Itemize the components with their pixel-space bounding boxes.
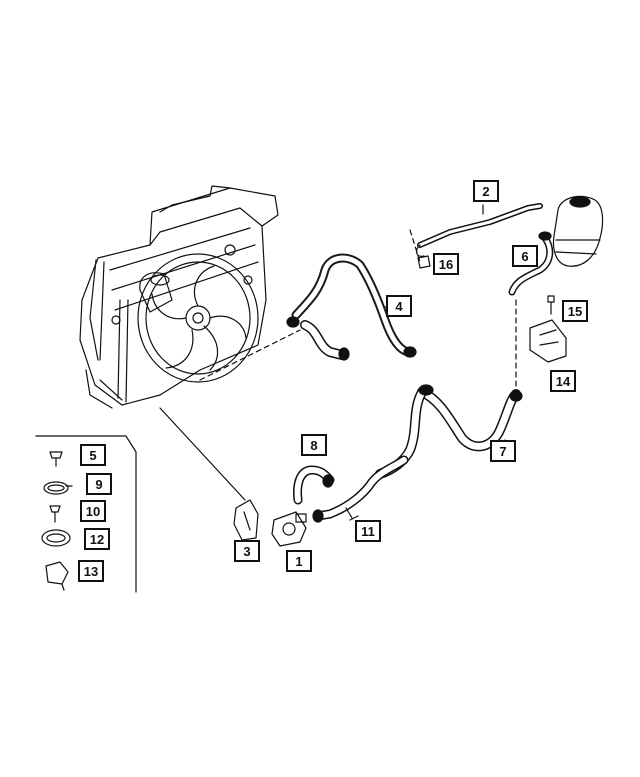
callout-7: 7 [490, 440, 516, 462]
radiator-fan-module [79, 185, 279, 409]
fan-shroud [137, 253, 259, 383]
callout-11: 11 [355, 520, 381, 542]
callout-12: 12 [84, 528, 110, 550]
heater-hose [312, 455, 409, 523]
callout-6: 6 [512, 245, 538, 267]
hardware-legend [41, 451, 73, 591]
hose-clip [417, 255, 431, 269]
bolt-10 [49, 505, 61, 523]
reservoir-vent-hose [415, 203, 543, 257]
callout-13: 13 [78, 560, 104, 582]
thermostat-outlet-elbow [300, 320, 350, 361]
reservoir-bracket [529, 319, 567, 363]
callout-9: 9 [86, 473, 112, 495]
bypass-hose [293, 465, 335, 505]
callout-15: 15 [562, 300, 588, 322]
bolt-5 [49, 451, 63, 467]
clamp-9 [43, 481, 73, 495]
upper-radiator-hose [286, 253, 417, 358]
mounting-bracket [233, 499, 259, 541]
callout-14: 14 [550, 370, 576, 392]
sensor-13 [45, 561, 69, 591]
radiator-surge-tank [139, 272, 173, 313]
callout-4: 4 [386, 295, 412, 317]
fan-hub [185, 305, 211, 331]
callout-10: 10 [80, 500, 106, 522]
clamp-12 [41, 529, 71, 547]
reference-dashed-lines [199, 229, 517, 393]
callout-8: 8 [301, 434, 327, 456]
reservoir-outlet-hose [508, 231, 554, 296]
callout-3: 3 [234, 540, 260, 562]
callout-16: 16 [433, 253, 459, 275]
callout-2: 2 [473, 180, 499, 202]
coolant-valve [271, 511, 307, 547]
coolant-reservoir [552, 195, 604, 267]
bracket-bolt [547, 295, 555, 315]
callout-1: 1 [286, 550, 312, 572]
callout-5: 5 [80, 444, 106, 466]
